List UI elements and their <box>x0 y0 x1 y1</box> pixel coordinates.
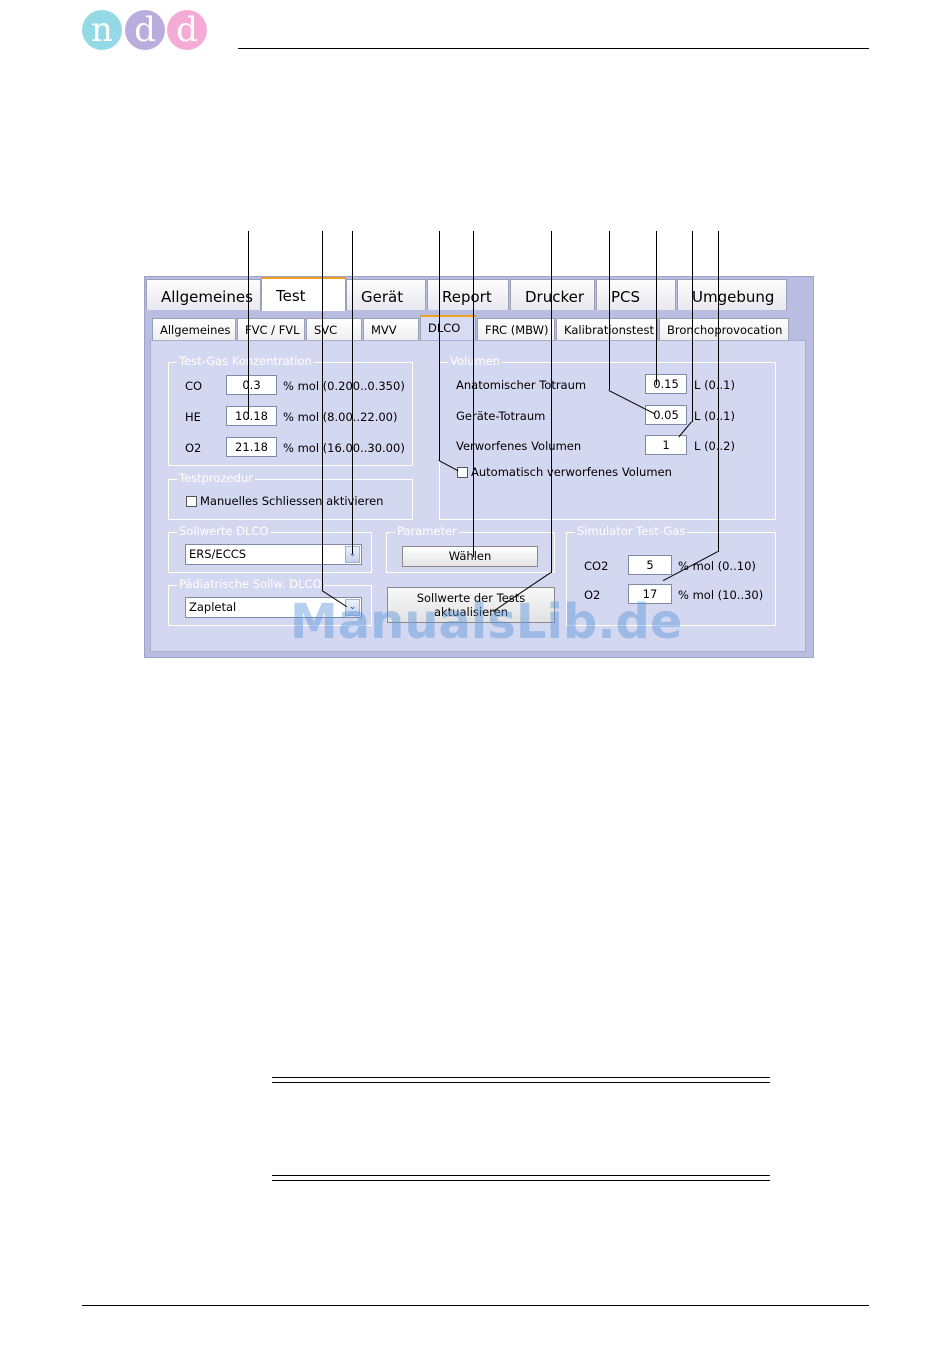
gas-co-label: CO <box>185 379 203 393</box>
tab-report[interactable]: Report <box>427 279 509 310</box>
note-rule-top-1 <box>272 1077 770 1078</box>
gas-o2-label: O2 <box>185 441 202 455</box>
device-deadspace-input[interactable]: 0.05 <box>645 405 687 425</box>
manual-close-label: Manuelles Schliessen aktivieren <box>200 494 384 508</box>
watermark: ManualsLib.de <box>290 594 683 650</box>
device-deadspace-label: Geräte-Totraum <box>456 409 546 423</box>
group-parameter-title: Parameter <box>395 524 459 538</box>
parameter-select-button[interactable]: Wählen <box>402 546 538 567</box>
sim-o2-range: % mol (10..30) <box>678 588 764 602</box>
sim-co2-label: CO2 <box>584 559 609 573</box>
gas-co-range: % mol (0.200..0.350) <box>283 379 405 393</box>
logo-letter-d2: d <box>167 10 207 50</box>
group-paediatrisch-title: Pädiatrische Sollw. DLCO <box>177 577 324 591</box>
group-simulator: Simulator Test-Gas <box>566 524 776 626</box>
gas-he-range: % mol (8.00..22.00) <box>283 410 398 424</box>
note-rule-bottom-1 <box>272 1175 770 1176</box>
paediatrisch-chevron-down-icon[interactable]: ⌄ <box>345 599 360 616</box>
header-rule <box>238 48 869 49</box>
group-volumen: Volumen <box>439 354 776 520</box>
subtab-allgemeines[interactable]: Allgemeines <box>152 318 236 340</box>
group-sollwerte-title: Sollwerte DLCO <box>177 524 271 538</box>
discarded-volume-label: Verworfenes Volumen <box>456 439 582 453</box>
gas-co-input[interactable]: 0.3 <box>226 375 277 395</box>
tab-drucker[interactable]: Drucker <box>510 279 595 310</box>
paediatrisch-value: Zapletal <box>189 600 237 614</box>
anat-deadspace-label: Anatomischer Totraum <box>456 378 587 392</box>
logo-letter-d1: d <box>125 10 165 50</box>
note-rule-bottom-2 <box>272 1180 770 1181</box>
anat-deadspace-range: L (0..1) <box>694 378 735 392</box>
logo-letter-n: n <box>82 10 122 50</box>
auto-discard-label: Automatisch verworfenes Volumen <box>471 465 672 479</box>
paediatrisch-select[interactable]: Zapletal ⌄ <box>185 597 362 618</box>
discarded-volume-input[interactable]: 1 <box>645 435 687 455</box>
sollwerte-select[interactable]: ERS/ECCS ⌄ <box>185 544 362 565</box>
anat-deadspace-input[interactable]: 0.15 <box>645 374 687 394</box>
sim-co2-input[interactable]: 5 <box>628 555 672 575</box>
gas-he-label: HE <box>185 410 201 424</box>
tab-umgebung[interactable]: Umgebung <box>677 279 787 310</box>
gas-o2-input[interactable]: 21.18 <box>226 437 277 457</box>
gas-he-input[interactable]: 10.18 <box>226 406 277 426</box>
subtab-mvv[interactable]: MVV <box>363 318 419 340</box>
group-volumen-title: Volumen <box>448 354 503 368</box>
tab-pcs[interactable]: PCS <box>596 279 676 310</box>
subtab-frc-mbw[interactable]: FRC (MBW) <box>477 318 555 340</box>
update-reference-values-button[interactable]: Sollwerte der Tests aktualisieren <box>387 587 555 623</box>
tab-test[interactable]: Test <box>261 277 346 311</box>
subtab-fvc-fvl[interactable]: FVC / FVL <box>237 318 305 340</box>
sim-o2-input[interactable]: 17 <box>628 584 672 604</box>
tab-allgemeines[interactable]: Allgemeines <box>146 279 261 310</box>
device-deadspace-range: L (0..1) <box>694 409 735 423</box>
sollwerte-value: ERS/ECCS <box>189 547 247 561</box>
note-rule-top-2 <box>272 1082 770 1083</box>
subtab-bronchoprovocation[interactable]: Bronchoprovocation <box>659 318 789 340</box>
group-parameter: Parameter <box>386 524 555 573</box>
group-paediatrisch: Pädiatrische Sollw. DLCO <box>168 577 372 626</box>
subtab-kalibrationstest[interactable]: Kalibrationstest <box>556 318 658 340</box>
subtab-svc[interactable]: SVC <box>306 318 362 340</box>
group-test-gas-title: Test-Gas Konzentration <box>177 354 314 368</box>
group-sollwerte: Sollwerte DLCO <box>168 524 372 573</box>
group-test-gas: Test-Gas Konzentration <box>168 354 413 466</box>
gas-o2-range: % mol (16.00..30.00) <box>283 441 405 455</box>
tab-geraet[interactable]: Gerät <box>346 279 426 310</box>
auto-discard-checkbox[interactable] <box>457 467 468 478</box>
sim-o2-label: O2 <box>584 588 601 602</box>
group-simulator-title: Simulator Test-Gas <box>575 524 688 538</box>
group-testprozedur: Testprozedur <box>168 471 413 520</box>
discarded-volume-range: L (0..2) <box>694 439 735 453</box>
manual-close-checkbox[interactable] <box>186 496 197 507</box>
footer-rule <box>82 1305 869 1306</box>
group-testprozedur-title: Testprozedur <box>177 471 255 485</box>
subtab-dlco[interactable]: DLCO <box>420 315 476 341</box>
